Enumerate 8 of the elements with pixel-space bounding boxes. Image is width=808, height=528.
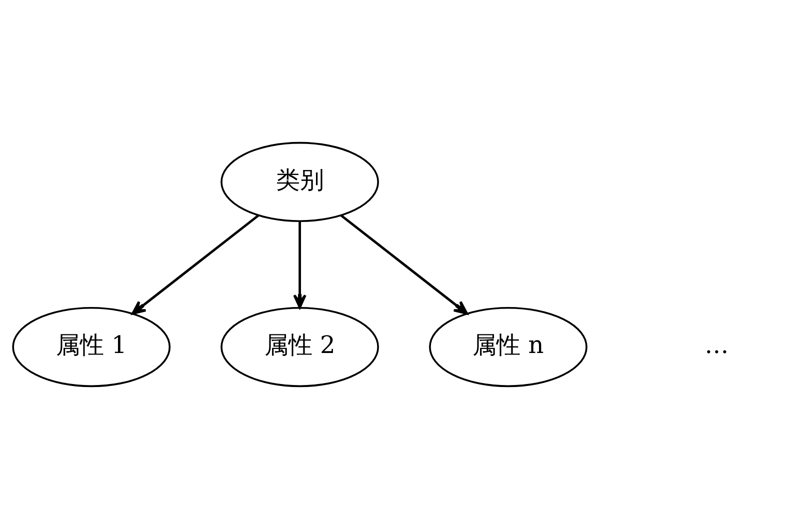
node-ellipse: 属性 1 (12, 306, 171, 387)
node-ellipse: 类别 (220, 141, 379, 222)
arrow (132, 214, 260, 314)
arrow (340, 214, 468, 314)
label: … (704, 330, 729, 359)
node-ellipse: 属性 2 (220, 306, 379, 387)
arrow (293, 220, 306, 308)
node-ellipse: 属性 n (429, 306, 588, 387)
